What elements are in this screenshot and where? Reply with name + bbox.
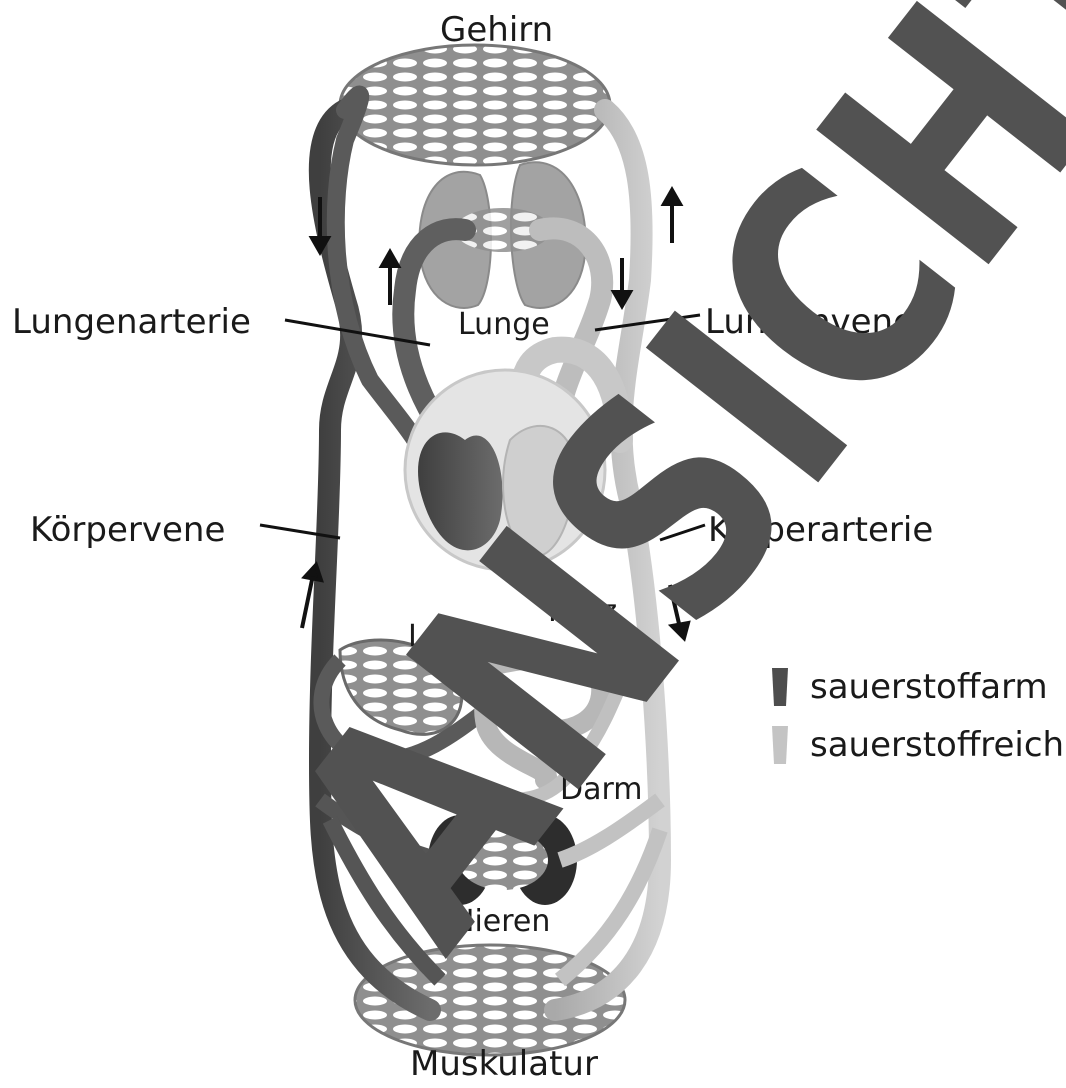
heart [405,370,605,570]
label-kidneys: Nieren [452,907,550,937]
arrow-icon [670,585,688,638]
legend-swatch-oxygen-poor [772,668,788,706]
label-pulmonary-artery: Lungenarterie [12,305,251,339]
label-heart: Herz [548,597,617,627]
liver [340,640,462,734]
arrow-icon [614,258,630,306]
label-pulmonary-vein: Lungenvene [705,305,914,339]
kidneys [428,815,577,905]
label-liver: Leber [408,622,492,652]
pulmonary-vein-leader [595,315,700,330]
intestine [484,658,601,790]
legend-label-oxygen-poor: sauerstoffarm [810,670,1048,704]
body-artery-leader [660,525,705,540]
label-body-artery: Körperarterie [708,513,933,547]
label-body-vein: Körpervene [30,513,225,547]
legend-swatch-oxygen-rich [772,726,788,764]
label-brain: Gehirn [440,13,553,47]
label-intestine: Darm [560,775,643,805]
brain-capillary-bed [340,45,610,165]
label-muscles: Muskulatur [410,1047,598,1081]
label-lung: Lunge [458,310,550,340]
arrow-icon [664,190,680,243]
legend-label-oxygen-rich: sauerstoffreich [810,728,1064,762]
